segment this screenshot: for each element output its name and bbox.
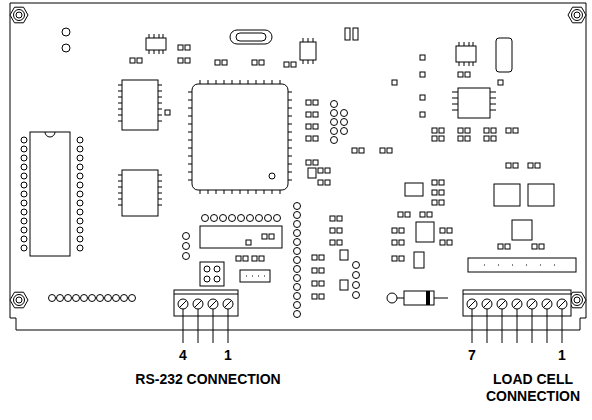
connector-label: RS-232 CONNECTION (135, 371, 280, 388)
components (21, 28, 576, 318)
pin-number: 4 (179, 347, 187, 364)
pin-number: 7 (468, 347, 476, 364)
load-cell-terminal-block (463, 290, 571, 343)
rs232-terminal-block (174, 290, 238, 343)
mounting-holes (10, 7, 586, 308)
pin-number: 1 (558, 347, 566, 364)
board-outline (10, 3, 586, 330)
connector-label: LOAD CELL CONNECTION (477, 371, 589, 405)
pin-number: 1 (224, 347, 232, 364)
